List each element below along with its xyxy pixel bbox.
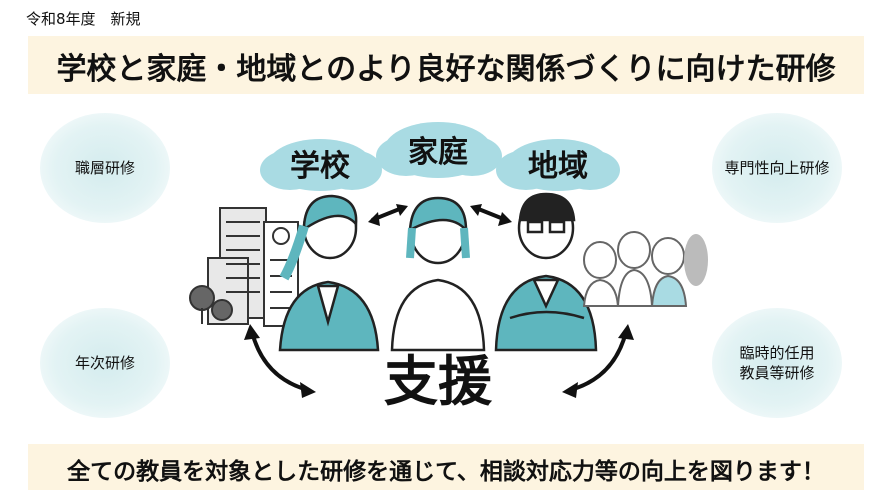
community-man-figure <box>494 192 598 352</box>
teacher-figure <box>278 194 380 352</box>
training-circle-temporary: 臨時的任用 教員等研修 <box>712 308 842 418</box>
training-label-line1: 臨時的任用 <box>739 344 815 362</box>
cloud-home: 家庭 <box>376 122 502 178</box>
cloud-region: 地域 <box>496 139 620 191</box>
arrow-icons <box>244 204 634 398</box>
training-circle-position: 職層研修 <box>40 113 170 223</box>
central-illustration: 学校 家庭 地域 <box>189 122 708 413</box>
cloud-region-label: 地域 <box>528 149 588 184</box>
title-band: 学校と家庭・地域とのより良好な関係づくりに向けた研修 <box>28 36 864 94</box>
cloud-school-label: 学校 <box>290 149 350 184</box>
community-group-icon <box>582 231 708 307</box>
page-title: 学校と家庭・地域とのより良好な関係づくりに向けた研修 <box>56 52 836 87</box>
training-circle-specialty: 専門性向上研修 <box>712 113 842 223</box>
footer-message: 全ての教員を対象とした研修を通じて、相談対応力等の向上を図ります！ <box>67 459 825 485</box>
school-building-icon <box>189 207 299 327</box>
era-label: 令和8年度 新規 <box>26 10 141 28</box>
cloud-school: 学校 <box>260 139 382 191</box>
training-circle-annual: 年次研修 <box>40 308 170 418</box>
training-label-line2: 教員等研修 <box>739 364 815 382</box>
training-label: 職層研修 <box>74 159 135 177</box>
cloud-home-label: 家庭 <box>408 135 468 170</box>
training-label: 専門性向上研修 <box>724 159 830 177</box>
parent-figure <box>390 196 486 352</box>
support-label: 支援 <box>384 350 493 413</box>
training-label: 年次研修 <box>74 354 135 372</box>
footer-band: 全ての教員を対象とした研修を通じて、相談対応力等の向上を図ります！ <box>28 444 864 490</box>
